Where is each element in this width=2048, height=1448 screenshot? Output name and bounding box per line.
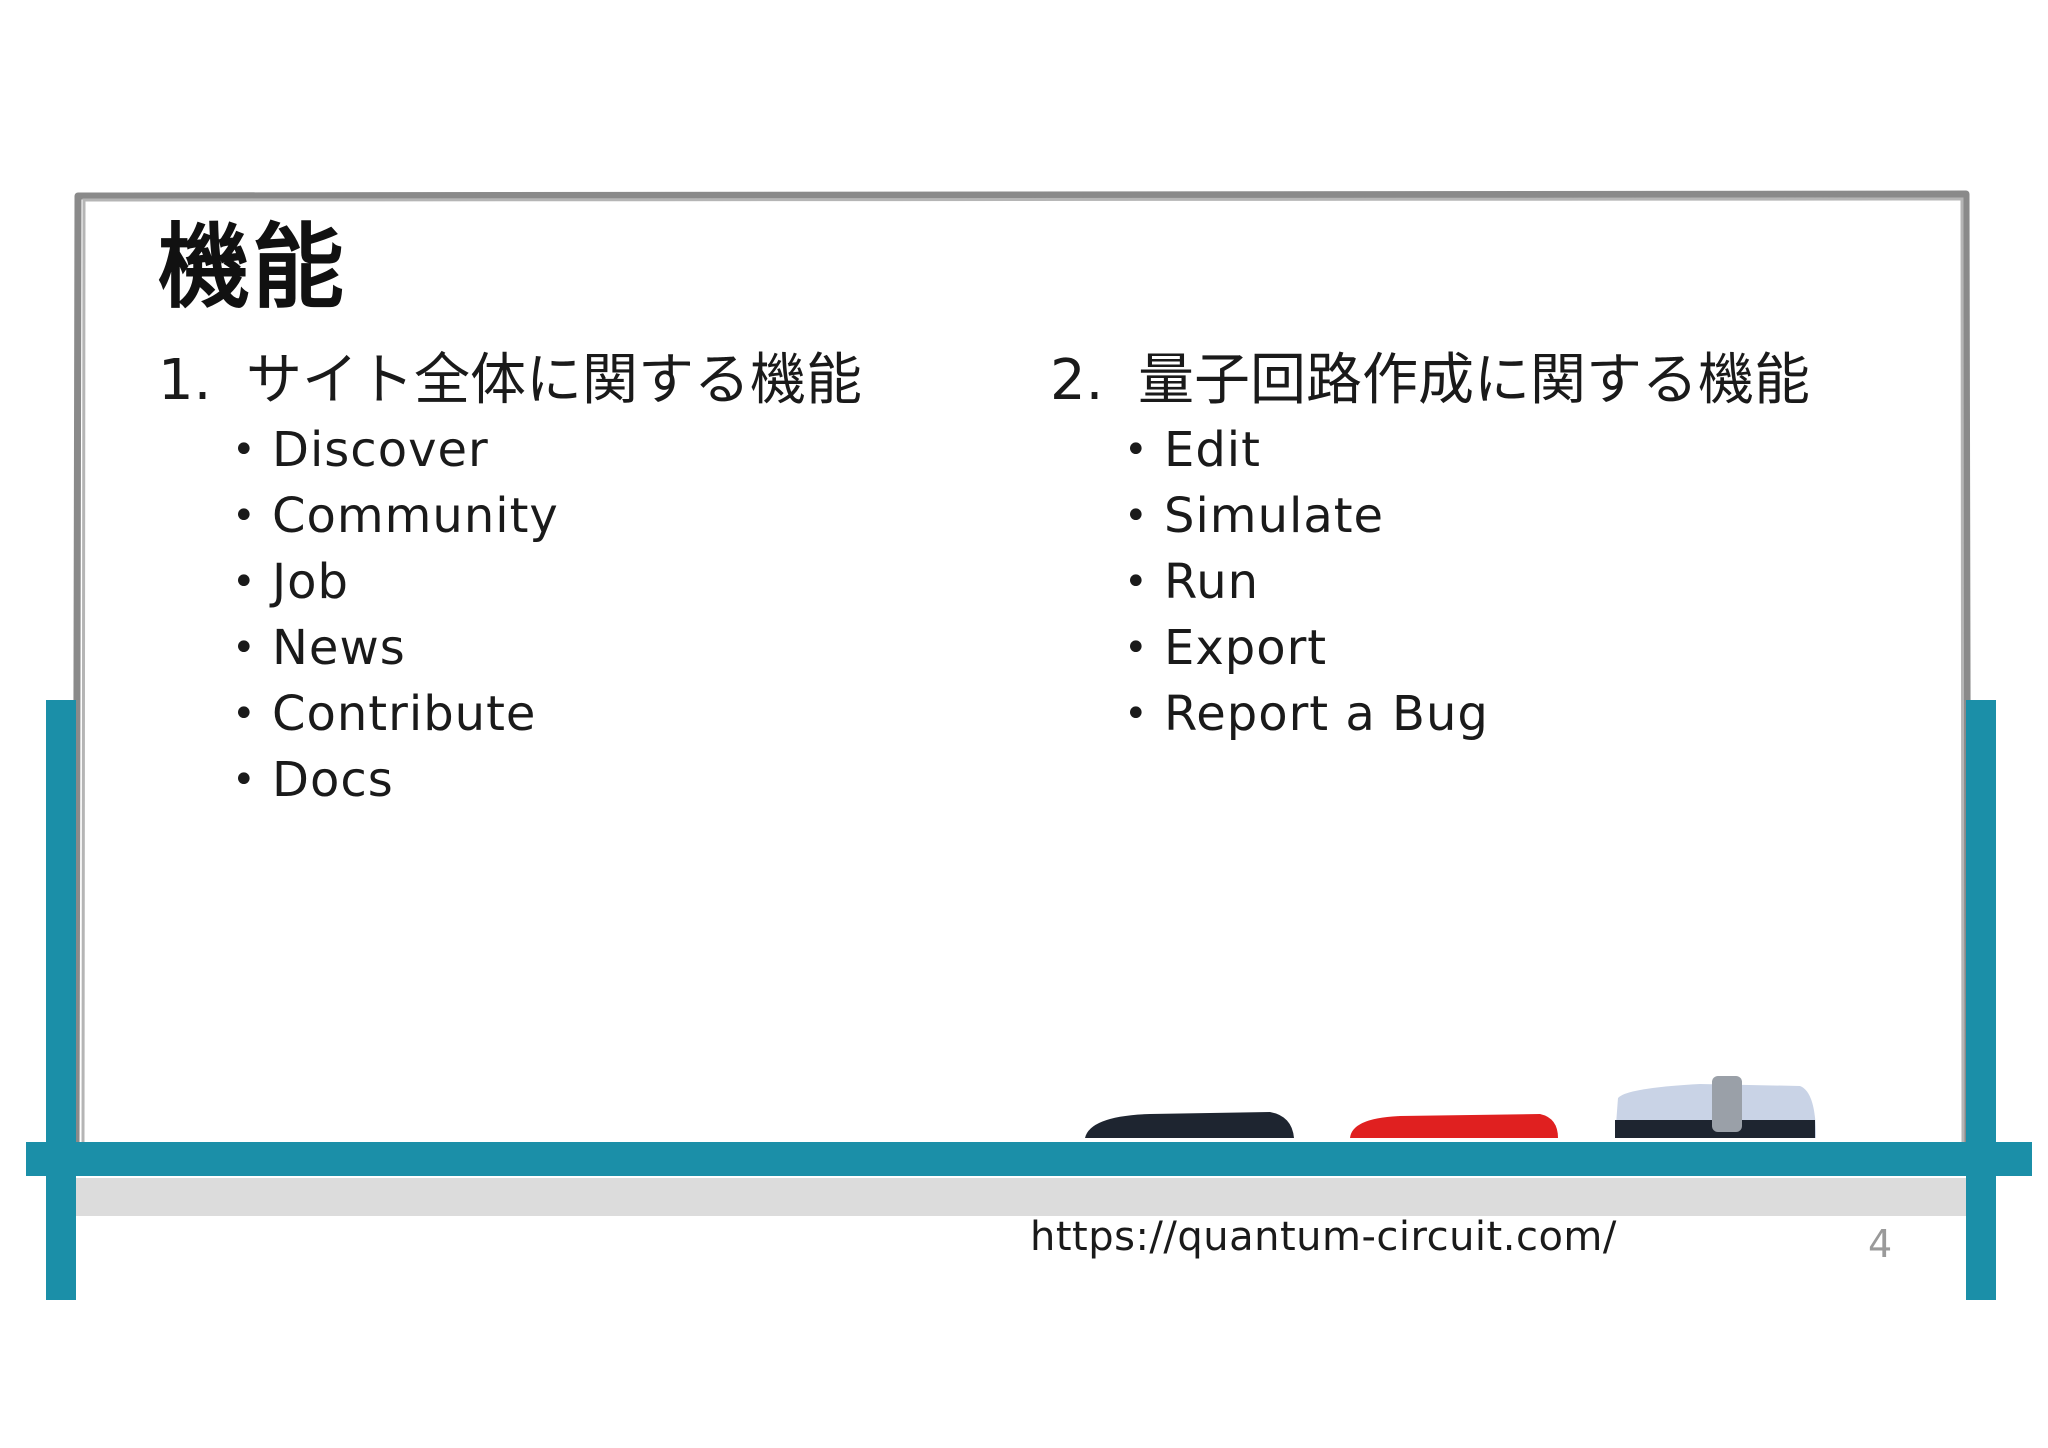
list-item: • Community [232,483,862,549]
section-site-features: 1. サイト全体に関する機能 • Discover • Community • Job… [158,345,862,813]
list-item: • Run [1124,549,1810,615]
eraser-dark [1085,1112,1294,1138]
bullet-icon: • [232,559,257,605]
bullet-icon: • [1124,427,1149,473]
section-number: 2. [1050,348,1104,413]
list-item: • Contribute [232,681,862,747]
list-item: • Docs [232,747,862,813]
list-item-label: Docs [272,752,394,808]
section-circuit-features: 2. 量子回路作成に関する機能 • Edit • Simulate • Run • Ex… [1050,345,1810,747]
bullet-icon: • [232,691,257,737]
page-number: 4 [1868,1222,1893,1266]
eraser-red [1350,1114,1558,1138]
feature-list: • Edit • Simulate • Run • Export • Report a B… [1124,417,1810,747]
eraser-light-handle [1712,1076,1742,1132]
list-item-label: News [272,620,406,676]
list-item: • Discover [232,417,862,483]
bullet-icon: • [232,427,257,473]
list-item: • News [232,615,862,681]
list-item-label: Discover [272,422,489,478]
bullet-icon: • [1124,691,1149,737]
list-item-label: Community [272,488,559,544]
section-heading: 1. サイト全体に関する機能 [158,345,862,417]
list-item-label: Export [1164,620,1328,676]
board-rail [26,1142,2032,1176]
bullet-icon: • [232,757,257,803]
footer-url: https://quantum-circuit.com/ [1030,1214,1617,1260]
list-item-label: Report a Bug [1164,686,1489,742]
bullet-icon: • [1124,559,1149,605]
slide-title: 機能 [158,214,347,321]
bullet-icon: • [1124,493,1149,539]
list-item-label: Simulate [1164,488,1385,544]
list-item-label: Run [1164,554,1260,610]
shelf-shadow [70,1178,1970,1216]
bullet-icon: • [232,625,257,671]
left-post [46,700,76,1300]
list-item: • Job [232,549,862,615]
section-number: 1. [158,348,212,413]
list-item: • Export [1124,615,1810,681]
list-item-label: Job [272,554,349,610]
section-title: 量子回路作成に関する機能 [1138,348,1810,413]
bullet-icon: • [232,493,257,539]
list-item-label: Edit [1164,422,1261,478]
right-post [1966,700,1996,1300]
section-title: サイト全体に関する機能 [246,348,862,413]
list-item: • Edit [1124,417,1810,483]
list-item: • Report a Bug [1124,681,1810,747]
feature-list: • Discover • Community • Job • News • Contrib… [232,417,862,813]
list-item: • Simulate [1124,483,1810,549]
bullet-icon: • [1124,625,1149,671]
list-item-label: Contribute [272,686,537,742]
section-heading: 2. 量子回路作成に関する機能 [1050,345,1810,417]
